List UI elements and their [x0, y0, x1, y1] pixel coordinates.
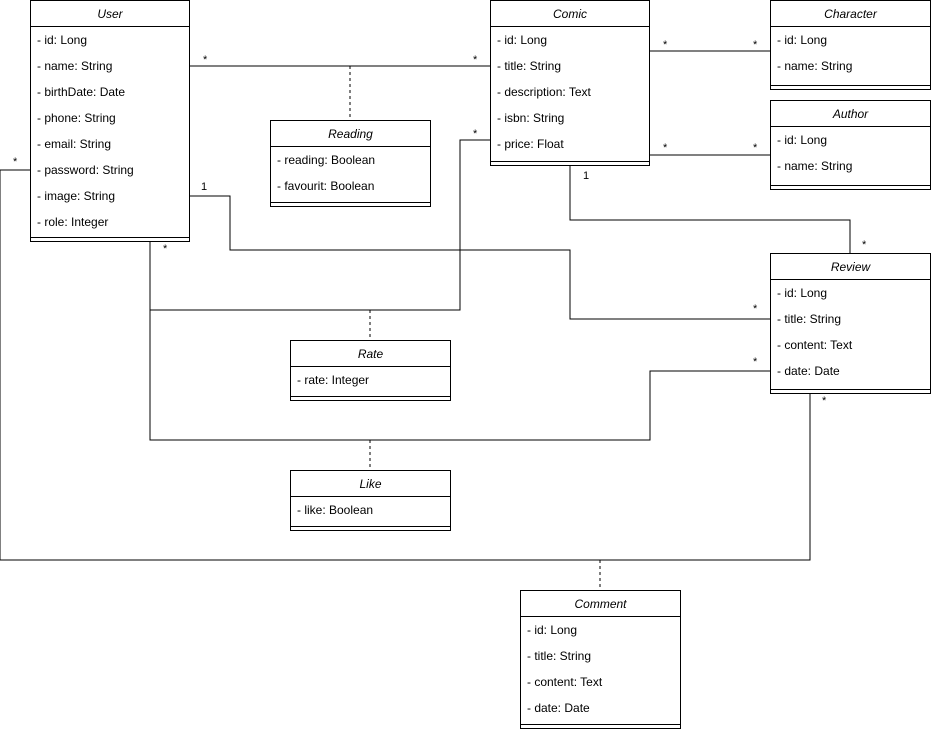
attribute: - phone: String — [37, 111, 116, 125]
attribute: - email: String — [37, 137, 112, 151]
attribute: - price: Float — [497, 137, 564, 151]
attribute: - reading: Boolean — [277, 153, 376, 167]
operations-divider — [491, 161, 649, 162]
operations-divider — [31, 237, 189, 238]
attribute: - like: Boolean — [297, 503, 374, 517]
attribute: - id: Long — [777, 286, 828, 300]
attribute: - content: Text — [527, 675, 603, 689]
class-like[interactable]: Like - like: Boolean — [290, 470, 451, 531]
class-title-author: Author — [771, 101, 930, 127]
attribute: - id: Long — [777, 33, 828, 47]
class-reading[interactable]: Reading - reading: Boolean - favourit: B… — [270, 120, 431, 207]
multiplicity-label: * — [663, 142, 668, 154]
attribute: - content: Text — [777, 338, 853, 352]
attribute: - description: Text — [497, 85, 591, 99]
operations-divider — [771, 85, 930, 86]
attribute: - rate: Integer — [297, 373, 370, 387]
attribute: - id: Long — [777, 133, 828, 147]
attribute: - title: String — [497, 59, 562, 73]
attribute: - password: String — [37, 163, 134, 177]
multiplicity-label: * — [163, 243, 168, 255]
attribute: - id: Long — [497, 33, 548, 47]
multiplicity-label: * — [753, 303, 758, 315]
attribute: - name: String — [37, 59, 113, 73]
attribute: - date: Date — [777, 364, 840, 378]
attribute: - title: String — [777, 312, 842, 326]
multiplicity-label: * — [753, 39, 758, 51]
class-user[interactable]: User - id: Long - name: String - birthDa… — [30, 0, 190, 242]
multiplicity-label: * — [663, 39, 668, 51]
multiplicity-label: * — [753, 356, 758, 368]
class-review[interactable]: Review - id: Long - title: String - cont… — [770, 253, 931, 394]
multiplicity-label: * — [862, 239, 867, 251]
attribute: - name: String — [777, 159, 853, 173]
attribute: - id: Long — [527, 623, 578, 637]
attribute: - image: String — [37, 189, 116, 203]
class-title-comment: Comment — [521, 591, 680, 617]
class-title-review: Review — [771, 254, 930, 280]
attribute: - isbn: String — [497, 111, 565, 125]
multiplicity-label: * — [473, 128, 478, 140]
attribute: - birthDate: Date — [37, 85, 126, 99]
class-title-rate: Rate — [291, 341, 450, 367]
multiplicity-label: * — [753, 142, 758, 154]
class-title-comic: Comic — [491, 1, 649, 27]
operations-divider — [291, 396, 450, 397]
class-title-user: User — [31, 1, 189, 27]
attribute: - favourit: Boolean — [277, 179, 375, 193]
class-title-like: Like — [291, 471, 450, 497]
class-title-reading: Reading — [271, 121, 430, 147]
class-character[interactable]: Character - id: Long - name: String — [770, 0, 931, 90]
multiplicity-label: * — [13, 156, 18, 168]
multiplicity-label: * — [822, 395, 827, 407]
class-title-character: Character — [771, 1, 930, 27]
association-user-review-like — [149, 310, 770, 441]
operations-divider — [521, 724, 680, 725]
association-user-review — [190, 195, 770, 320]
association-user-comic-rate — [149, 139, 490, 311]
attribute: - date: Date — [527, 701, 590, 715]
attribute: - id: Long — [37, 33, 88, 47]
operations-divider — [771, 389, 930, 390]
attribute: - role: Integer — [37, 215, 109, 229]
attribute: - title: String — [527, 649, 592, 663]
class-author[interactable]: Author - id: Long - name: String — [770, 100, 931, 190]
class-comic[interactable]: Comic - id: Long - title: String - descr… — [490, 0, 650, 166]
operations-divider — [271, 202, 430, 203]
multiplicity-label: 1 — [201, 181, 208, 193]
class-rate[interactable]: Rate - rate: Integer — [290, 340, 451, 401]
multiplicity-label: 1 — [583, 170, 590, 182]
multiplicity-label: * — [203, 54, 208, 66]
attribute: - name: String — [777, 59, 853, 73]
operations-divider — [771, 185, 930, 186]
association-comic-review — [569, 166, 851, 253]
multiplicity-label: * — [473, 54, 478, 66]
association-user-review-comment — [0, 169, 811, 561]
class-comment[interactable]: Comment - id: Long - title: String - con… — [520, 590, 681, 729]
operations-divider — [291, 526, 450, 527]
